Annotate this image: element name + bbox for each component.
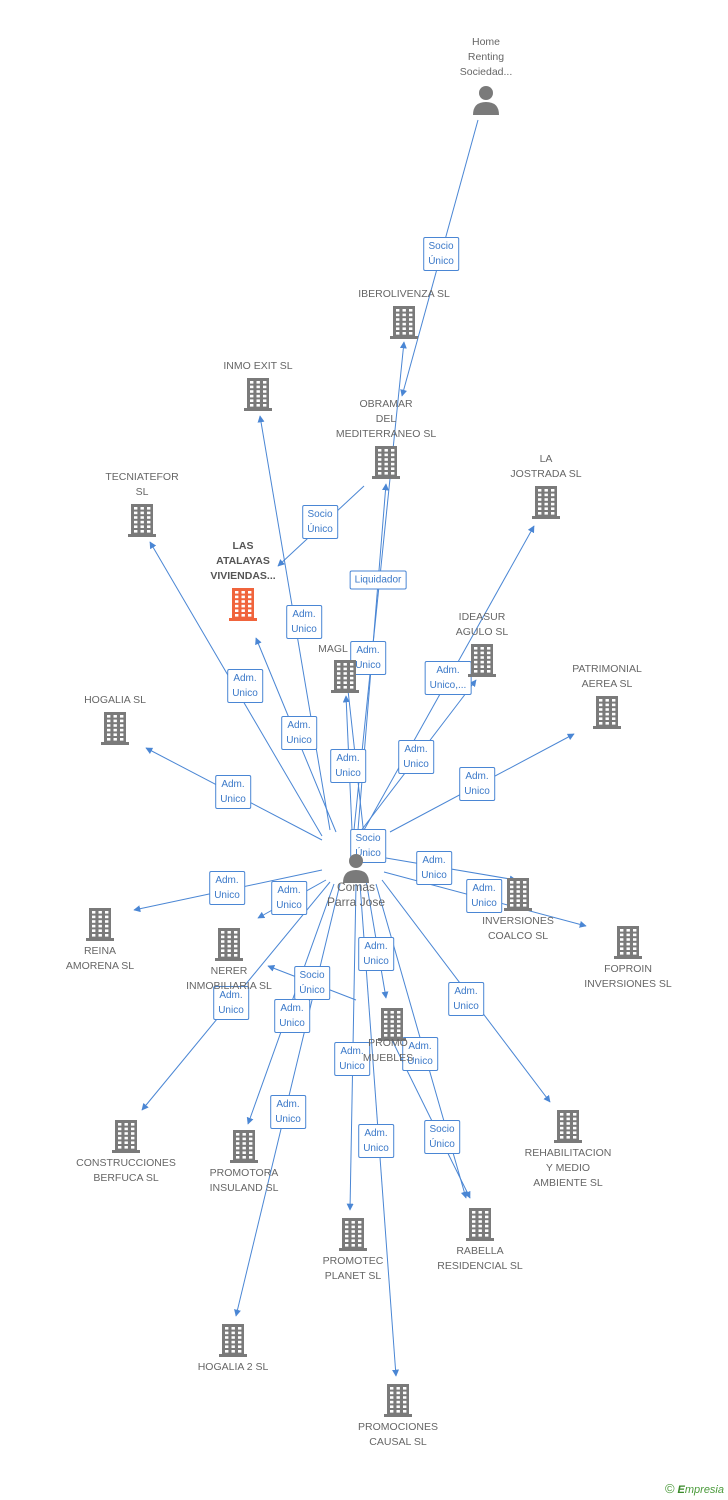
edge-label-comas-hogalia[interactable]: Adm. Unico bbox=[215, 775, 251, 809]
node-label: PROMO MUEBLES bbox=[362, 1037, 414, 1064]
building-icon bbox=[229, 1129, 259, 1168]
building-icon bbox=[100, 711, 130, 750]
edge-label-comas-promotec[interactable]: Adm. Unico bbox=[334, 1042, 370, 1076]
node-label: HOGALIA SL bbox=[84, 694, 146, 706]
building-icon bbox=[553, 1109, 583, 1148]
building-icon bbox=[467, 643, 497, 682]
node-label: OBRAMAR DEL MEDITERRANEO SL bbox=[335, 398, 437, 440]
copyright-symbol: © bbox=[664, 1481, 675, 1496]
building-icon bbox=[383, 1383, 413, 1422]
edge-label-comas-inversiones_coalco[interactable]: Adm. Unico bbox=[416, 851, 452, 885]
building-icon bbox=[127, 503, 157, 542]
building-icon bbox=[377, 1007, 407, 1046]
edge-label-comas-patrimonial[interactable]: Adm. Unico bbox=[459, 767, 495, 801]
node-label: HOGALIA 2 SL bbox=[197, 1361, 269, 1373]
edge-label-comas-tecniatefor[interactable]: Adm. Unico bbox=[227, 669, 263, 703]
node-label: REHABILITACION Y MEDIO AMBIENTE SL bbox=[524, 1147, 612, 1189]
node-label: INMO EXIT SL bbox=[223, 360, 293, 372]
node-label: PATRIMONIAL AEREA SL bbox=[572, 663, 642, 690]
edge-label-comas-foproin[interactable]: Adm. Unico bbox=[466, 879, 502, 913]
edge-label-comas-rabella[interactable]: Adm. Unico bbox=[402, 1037, 438, 1071]
building-icon bbox=[389, 305, 419, 344]
building-icon bbox=[613, 925, 643, 964]
person-icon bbox=[342, 853, 370, 888]
edge-label-comas-insuland[interactable]: Adm. Unico bbox=[274, 999, 310, 1033]
node-label: REINA AMORENA SL bbox=[65, 945, 135, 972]
node-label: FOPROIN INVERSIONES SL bbox=[584, 963, 672, 990]
edge-label-comas-causal[interactable]: Adm. Unico bbox=[358, 1124, 394, 1158]
building-icon bbox=[503, 877, 533, 916]
building-icon bbox=[330, 659, 360, 698]
edge-label-comas-construcciones[interactable]: Adm. Unico bbox=[213, 986, 249, 1020]
edge-label-comas-nerer[interactable]: Socio Único bbox=[294, 966, 330, 1000]
building-icon bbox=[338, 1217, 368, 1256]
node-label: LAS ATALAYAS VIVIENDAS... bbox=[210, 540, 276, 582]
node-label: IDEASUR AGULO SL bbox=[455, 611, 509, 638]
node-label: TECNIATEFOR SL bbox=[105, 471, 179, 498]
node-label: PROMOCIONES CAUSAL SL bbox=[358, 1421, 438, 1448]
building-icon bbox=[592, 695, 622, 734]
brand-initial: E bbox=[677, 1484, 685, 1496]
node-label: PROMOTORA INSULAND SL bbox=[209, 1167, 279, 1194]
edge-label-obramar-las_atalayas[interactable]: Socio Único bbox=[302, 505, 338, 539]
edge-label-comas-rehabilitacion[interactable]: Adm. Unico bbox=[448, 982, 484, 1016]
node-label: Comas Parra Jose bbox=[326, 880, 386, 909]
edge-label-comas-rabella[interactable]: Socio Único bbox=[424, 1120, 460, 1154]
building-icon bbox=[371, 445, 401, 484]
node-label: INVERSIONES COALCO SL bbox=[482, 915, 554, 942]
edge-label-comas-ideasur[interactable]: Adm. Unico,... bbox=[424, 661, 472, 695]
building-icon bbox=[531, 485, 561, 524]
edge-label-comas-iberolivenza[interactable]: Adm. Unico bbox=[350, 641, 386, 675]
building-icon bbox=[228, 587, 258, 626]
edge-label-comas-las_atalayas[interactable]: Adm. Unico bbox=[281, 716, 317, 750]
edge-label-comas-reina[interactable]: Adm. Unico bbox=[209, 871, 245, 905]
node-label: IBEROLIVENZA SL bbox=[358, 288, 450, 300]
footer-brand: ©Empresia bbox=[665, 1481, 724, 1496]
edge-label-comas-inmo_exit[interactable]: Adm. Unico bbox=[286, 605, 322, 639]
building-icon bbox=[243, 377, 273, 416]
edge-label-comas-magl[interactable]: Adm. Unico bbox=[330, 749, 366, 783]
node-label: RABELLA RESIDENCIAL SL bbox=[437, 1245, 523, 1272]
edge-label-comas-hogalia2[interactable]: Adm. Unico bbox=[270, 1095, 306, 1129]
node-label: PROMOTEC PLANET SL bbox=[322, 1255, 384, 1282]
node-label: NERER INMOBILIARIA SL bbox=[186, 965, 272, 992]
node-label: LA JOSTRADA SL bbox=[510, 453, 582, 480]
building-icon bbox=[465, 1207, 495, 1246]
edge-label-comas-obramar[interactable]: Liquidador bbox=[349, 570, 407, 590]
brand-name: mpresia bbox=[684, 1484, 724, 1496]
building-icon bbox=[218, 1323, 248, 1362]
building-icon bbox=[111, 1119, 141, 1158]
person-icon bbox=[472, 85, 500, 120]
edge-label-home_renting-obramar[interactable]: Socio Único bbox=[423, 237, 459, 271]
edge-label-comas-nerer[interactable]: Adm. Unico bbox=[271, 881, 307, 915]
building-icon bbox=[214, 927, 244, 966]
node-label: Home Renting Sociedad... bbox=[459, 36, 513, 78]
node-label: CONSTRUCCIONES BERFUCA SL bbox=[76, 1157, 176, 1184]
building-icon bbox=[85, 907, 115, 946]
edge-label-comas-la_jostrada[interactable]: Adm. Unico bbox=[398, 740, 434, 774]
node-label: MAGL bbox=[318, 643, 348, 655]
edge-label-comas-promo_mueble[interactable]: Adm. Unico bbox=[358, 937, 394, 971]
